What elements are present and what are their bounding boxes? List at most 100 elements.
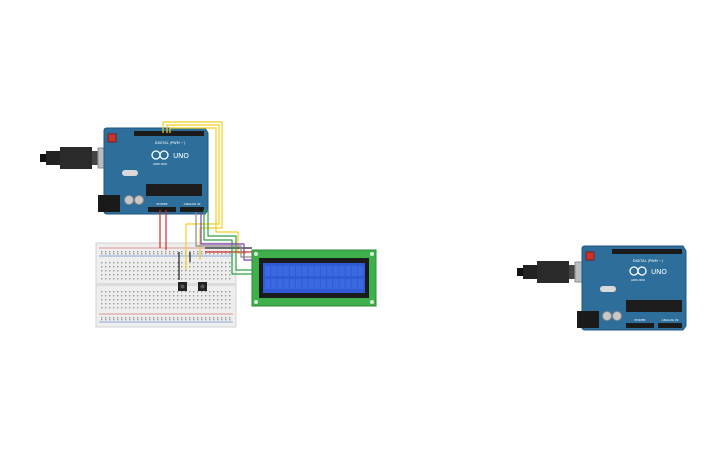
lcd-cells	[265, 266, 364, 289]
breadboard-hole	[229, 262, 231, 264]
power-header[interactable]	[148, 207, 176, 212]
breadboard-hole	[209, 303, 211, 305]
breadboard-hole	[177, 262, 179, 264]
breadboard-hole	[169, 274, 171, 276]
breadboard-hole	[221, 270, 223, 272]
breadboard-hole	[141, 274, 143, 276]
reset-button-icon[interactable]	[585, 251, 595, 261]
breadboard-hole	[145, 317, 147, 319]
breadboard-hole	[145, 307, 147, 309]
breadboard-hole	[141, 266, 143, 268]
breadboard-hole	[137, 266, 139, 268]
breadboard-hole	[229, 253, 231, 255]
digital-header[interactable]	[134, 131, 204, 136]
breadboard-hole	[137, 274, 139, 276]
analog-header[interactable]	[658, 323, 682, 328]
breadboard-hole	[205, 319, 207, 321]
wires[interactable]	[159, 121, 252, 280]
breadboard-hole	[177, 299, 179, 301]
breadboard-hole	[121, 319, 123, 321]
breadboard-hole	[117, 291, 119, 293]
breadboard-hole	[205, 317, 207, 319]
breadboard-hole	[101, 262, 103, 264]
breadboard-hole	[173, 317, 175, 319]
pushbutton-icon[interactable]	[178, 282, 187, 291]
breadboard-hole	[217, 307, 219, 309]
breadboard-hole	[137, 303, 139, 305]
breadboard-hole	[185, 319, 187, 321]
analog-header[interactable]	[180, 207, 204, 212]
breadboard-hole	[165, 270, 167, 272]
breadboard-hole	[181, 307, 183, 309]
breadboard-hole	[173, 291, 175, 293]
breadboard-hole	[201, 251, 203, 253]
breadboard-hole	[225, 274, 227, 276]
breadboard-hole	[161, 253, 163, 255]
breadboard-hole	[121, 270, 123, 272]
breadboard-hole	[149, 274, 151, 276]
reset-button-icon[interactable]	[107, 133, 117, 143]
breadboard-hole	[213, 266, 215, 268]
breadboard-hole	[185, 274, 187, 276]
breadboard-hole	[113, 266, 115, 268]
breadboard-hole	[137, 307, 139, 309]
arduino-uno-left[interactable]: DIGITAL (PWM ~) UNO ARDUINO POWER ANALOG…	[40, 127, 209, 215]
arduino-uno-right[interactable]: DIGITAL (PWM ~) UNO ARDUINO POWER ANALOG…	[517, 245, 687, 331]
breadboard-hole	[133, 262, 135, 264]
breadboard-hole	[189, 274, 191, 276]
breadboard-hole	[201, 274, 203, 276]
breadboard-hole	[213, 274, 215, 276]
pushbutton-icon[interactable]	[198, 282, 207, 291]
breadboard-hole	[117, 270, 119, 272]
breadboard-hole	[137, 291, 139, 293]
breadboard-hole	[193, 274, 195, 276]
breadboard-hole	[149, 299, 151, 301]
breadboard-hole	[133, 270, 135, 272]
breadboard-hole	[225, 299, 227, 301]
breadboard-hole	[137, 262, 139, 264]
breadboard-hole	[101, 319, 103, 321]
breadboard-hole	[137, 251, 139, 253]
crystal	[600, 286, 616, 292]
breadboard-hole	[197, 274, 199, 276]
breadboard-hole	[125, 262, 127, 264]
digital-header-label: DIGITAL (PWM ~)	[633, 259, 664, 263]
breadboard-hole	[193, 251, 195, 253]
breadboard-hole	[205, 291, 207, 293]
breadboard-hole	[177, 307, 179, 309]
breadboard-hole	[153, 270, 155, 272]
breadboard-hole	[157, 299, 159, 301]
breadboard[interactable]	[95, 242, 237, 328]
breadboard-hole	[109, 299, 111, 301]
lcd-cell	[283, 266, 289, 276]
breadboard-hole	[193, 270, 195, 272]
lcd-16x2[interactable]	[251, 249, 377, 307]
breadboard-hole	[149, 262, 151, 264]
breadboard-hole	[161, 270, 163, 272]
breadboard-hole	[157, 278, 159, 280]
breadboard-hole	[229, 319, 231, 321]
breadboard-hole	[213, 295, 215, 297]
digital-header[interactable]	[612, 249, 682, 254]
breadboard-hole	[205, 295, 207, 297]
breadboard-hole	[121, 295, 123, 297]
breadboard-hole	[197, 266, 199, 268]
power-header[interactable]	[626, 323, 654, 328]
breadboard-hole	[181, 317, 183, 319]
lcd-cell	[345, 279, 351, 289]
breadboard-hole	[121, 274, 123, 276]
breadboard-hole	[201, 319, 203, 321]
breadboard-hole	[125, 274, 127, 276]
breadboard-hole	[193, 266, 195, 268]
breadboard-hole	[109, 251, 111, 253]
breadboard-hole	[225, 278, 227, 280]
breadboard-hole	[133, 317, 135, 319]
breadboard-hole	[185, 303, 187, 305]
breadboard-hole	[197, 291, 199, 293]
breadboard-hole	[125, 307, 127, 309]
breadboard-hole	[117, 307, 119, 309]
lcd-cell	[277, 279, 283, 289]
breadboard-hole	[141, 253, 143, 255]
breadboard-hole	[157, 295, 159, 297]
